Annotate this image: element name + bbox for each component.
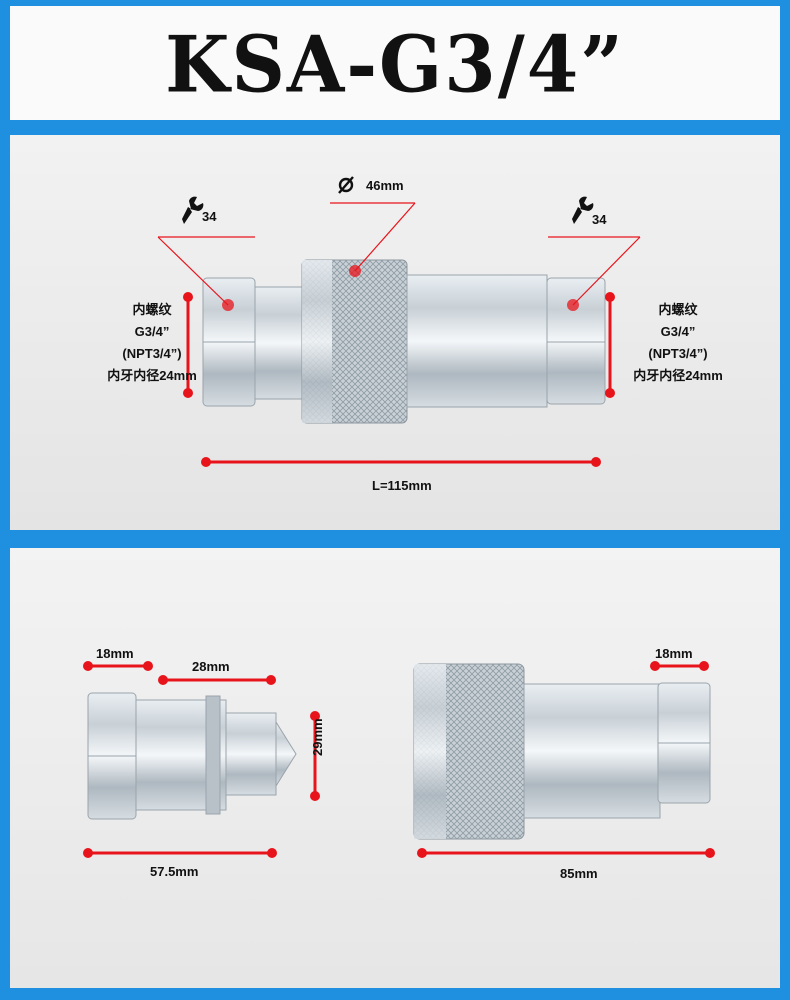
male-tip bbox=[275, 720, 297, 788]
male-diameter: 29mm bbox=[310, 718, 325, 756]
female-hex-length: 18mm bbox=[655, 646, 693, 661]
title-panel: KSA-G3/4” bbox=[10, 6, 780, 120]
wrench-icon bbox=[572, 196, 594, 224]
separated-coupling-drawing bbox=[83, 661, 715, 858]
separated-coupling-panel: 18mm 28mm 29mm 57.5mm 18mm 85mm bbox=[10, 548, 780, 988]
diameter-icon bbox=[338, 176, 354, 194]
length-label: L=115mm bbox=[372, 478, 432, 493]
left-neck bbox=[254, 286, 306, 400]
male-groove bbox=[205, 695, 221, 815]
wrench-icon bbox=[182, 196, 204, 224]
assembled-coupling-drawing bbox=[157, 176, 641, 467]
female-total-length: 85mm bbox=[560, 866, 598, 881]
male-nose bbox=[225, 712, 277, 796]
female-body-bottom bbox=[523, 683, 661, 819]
product-title: KSA-G3/4” bbox=[165, 19, 625, 111]
right-hex-nut bbox=[546, 277, 606, 405]
male-body-length: 28mm bbox=[192, 659, 230, 674]
female-body bbox=[406, 274, 548, 408]
left-thread-spec: 内螺纹 G3/4” (NPT3/4”) 内牙内径24mm bbox=[107, 302, 197, 383]
male-total-length: 57.5mm bbox=[150, 864, 199, 879]
male-hex-length: 18mm bbox=[96, 646, 134, 661]
wrench-size-left: 34 bbox=[202, 209, 217, 224]
diameter-label: 46mm bbox=[366, 178, 404, 193]
right-thread-spec: 内螺纹 G3/4” (NPT3/4”) 内牙内径24mm bbox=[633, 302, 723, 383]
wrench-size-right: 34 bbox=[592, 212, 607, 227]
assembled-coupling-panel: 34 34 46mm 内螺纹 G3/4” (NPT3/4”) 内牙内径24mm … bbox=[10, 135, 780, 530]
